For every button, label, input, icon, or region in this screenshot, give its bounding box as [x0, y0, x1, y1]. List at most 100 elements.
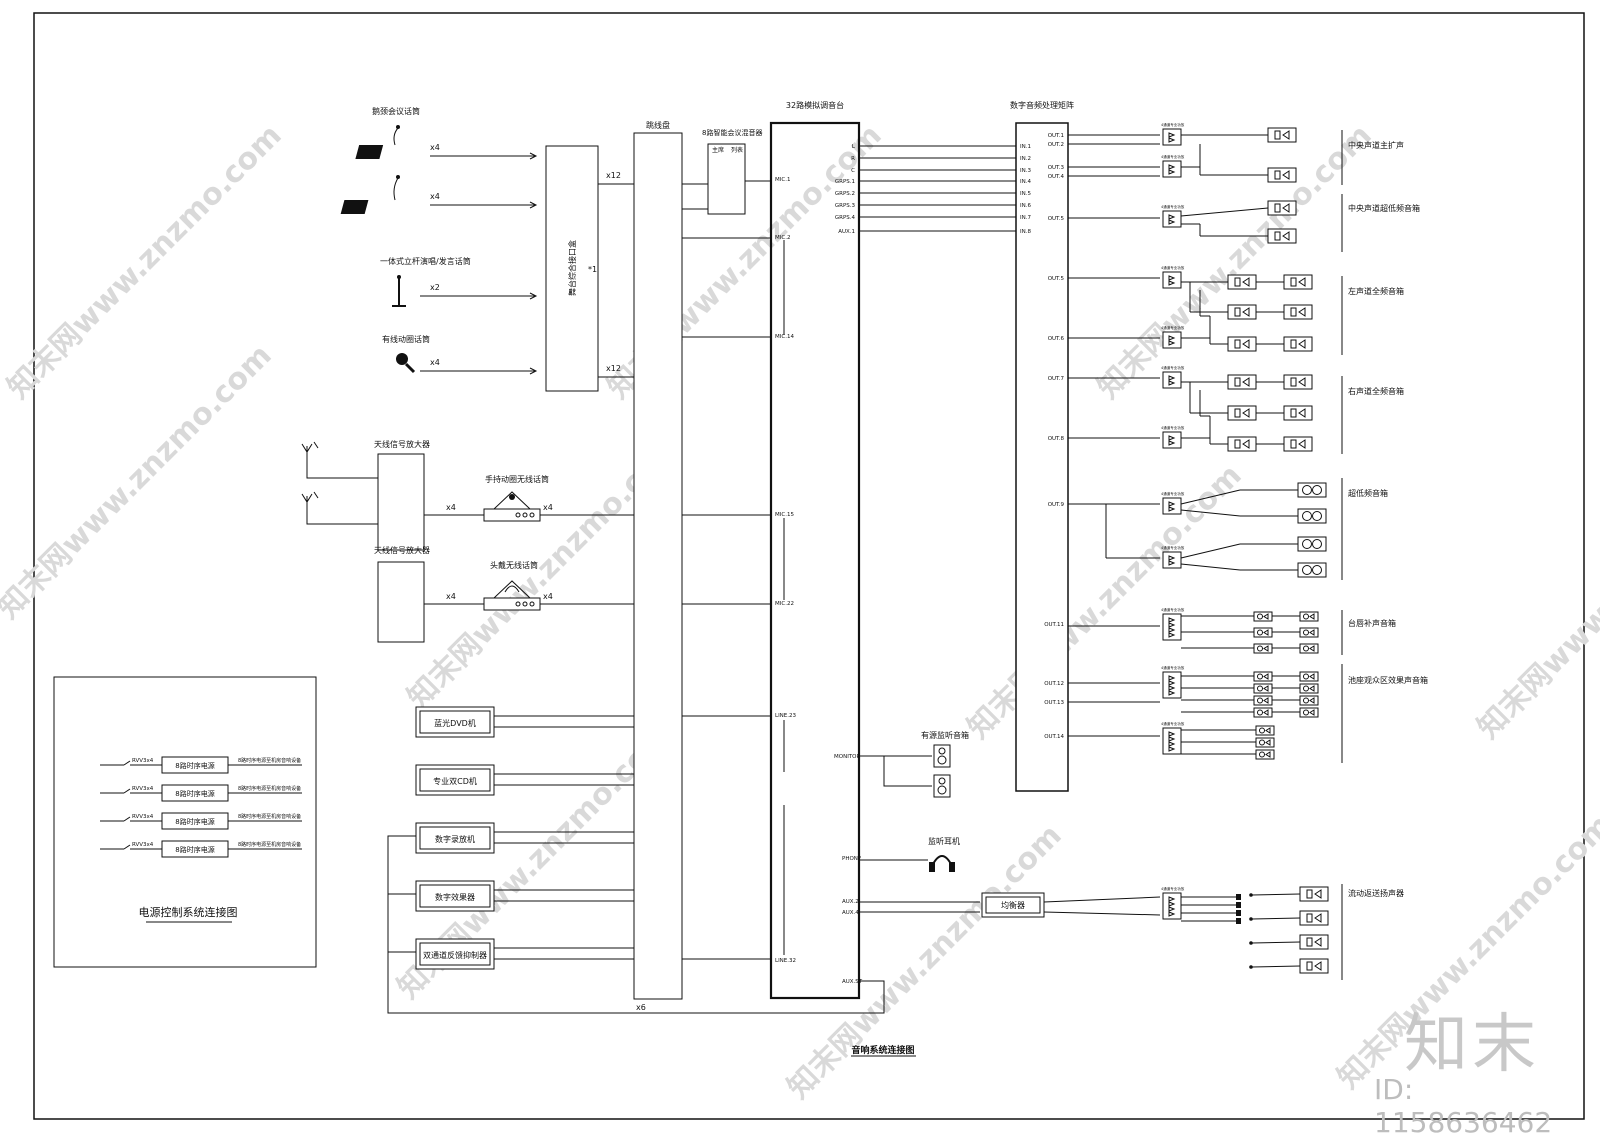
speaker-cone	[1312, 485, 1322, 495]
amplifier-label: 4通道专业功放	[1161, 154, 1185, 159]
source-label-3: 有线动圈话筒	[382, 334, 430, 344]
svg-text:OUT.5: OUT.5	[1048, 216, 1065, 222]
antenna-amplifier	[377, 561, 425, 643]
speaker-box-icon	[1283, 436, 1313, 452]
svg-text:蓝光DVD机: 蓝光DVD机	[434, 718, 476, 728]
speaker-horn	[1263, 709, 1269, 716]
speaker-horn	[1263, 613, 1269, 620]
speaker-horn	[1309, 697, 1315, 704]
speaker-horn	[1309, 685, 1315, 692]
svg-text:天线信号放大器: 天线信号放大器	[374, 545, 430, 555]
power-wire	[123, 788, 131, 794]
svg-text:跳线盘: 跳线盘	[646, 120, 670, 130]
amplifier-label: 4通道专业功放	[1161, 491, 1185, 496]
amplifier-label: 4通道专业功放	[1161, 545, 1185, 550]
svg-text:OUT.6: OUT.6	[1048, 336, 1065, 342]
speaker-cone	[1312, 539, 1322, 549]
amplifier-block	[1162, 497, 1182, 515]
amplifier-block	[1162, 210, 1182, 228]
playback-devices: 蓝光DVD机 专业双CD机 数字录放机 数字效果器 双通道反馈抑制器 x6	[387, 706, 885, 1014]
wire	[1180, 563, 1241, 571]
speaker-horn	[1263, 697, 1269, 704]
speaker-cone	[1302, 511, 1312, 521]
speaker-horn	[1282, 170, 1290, 180]
amp-channel-icon	[1168, 340, 1176, 346]
svg-text:中央声道超低频音箱: 中央声道超低频音箱	[1348, 203, 1420, 213]
speaker-horn	[1298, 439, 1306, 449]
speaker-cone	[1303, 645, 1309, 652]
matrix-outputs: OUT.1 OUT.2 OUT.3 OUT.4 OUT.5 OUT.5 OUT.…	[1044, 133, 1064, 740]
svg-text:列表: 列表	[731, 146, 743, 154]
speaker-cone	[1303, 629, 1309, 636]
amplifier-block	[1162, 271, 1182, 289]
speaker-box-icon	[1227, 274, 1257, 290]
speaker-cone	[1303, 613, 1309, 620]
amp-channel-icon	[1168, 741, 1176, 747]
svg-text:AUX.2: AUX.2	[842, 899, 859, 905]
speaker-horn	[1265, 727, 1271, 734]
amplifier-label: 4通道专业功放	[1161, 325, 1185, 330]
amp-channel-icon	[1168, 675, 1176, 681]
watermark-logo: 知末	[1404, 1008, 1540, 1082]
speaker-cone	[1259, 739, 1265, 746]
speaker-horn	[1242, 307, 1250, 317]
speaker-cone	[1312, 565, 1322, 575]
speaker-box-icon	[1299, 886, 1329, 902]
amp-channel-icon	[1168, 506, 1176, 512]
svg-text:GRPS.3: GRPS.3	[835, 203, 856, 209]
amp-channel-icon	[1168, 280, 1176, 286]
speaker-box-icon	[1283, 374, 1313, 390]
amp-channel-icon	[1168, 380, 1176, 386]
speaker-driver	[1306, 889, 1313, 899]
speaker-box-icon	[1299, 958, 1329, 974]
power-wire	[123, 844, 131, 850]
svg-text:台唇补声音箱: 台唇补声音箱	[1348, 618, 1396, 628]
amplifier-label: 4通道专业功放	[1161, 886, 1185, 891]
speaker-horn	[1263, 629, 1269, 636]
speaker-cone	[1257, 613, 1263, 620]
wire	[1180, 489, 1241, 505]
speaker-horn	[1242, 339, 1250, 349]
amplifier-label: 4通道专业功放	[1161, 265, 1185, 270]
watermark-id: ID: 1158636462	[1374, 1073, 1553, 1139]
svg-text:天线信号放大器: 天线信号放大器	[374, 439, 430, 449]
patch-to-mixer	[682, 237, 785, 960]
speaker-horn	[1309, 673, 1315, 680]
monitor-section: 有源监听音箱 监听耳机 均衡器	[859, 730, 1161, 918]
speaker-cone	[1303, 697, 1309, 704]
speaker-horn	[1242, 277, 1250, 287]
speaker-cone	[1303, 709, 1309, 716]
svg-text:IN.6: IN.6	[1020, 203, 1031, 209]
svg-text:LINE.23: LINE.23	[775, 713, 797, 719]
svg-text:OUT.8: OUT.8	[1048, 436, 1065, 442]
speaker-cone	[1257, 709, 1263, 716]
sequencer-label: 8路时序电源	[175, 761, 214, 770]
speaker-horn	[1282, 231, 1290, 241]
speaker-horn	[1314, 913, 1322, 923]
speaker-box-icon	[1267, 167, 1297, 183]
amp-channel-icon	[1168, 335, 1176, 341]
svg-text:R: R	[851, 156, 855, 162]
power-wire	[123, 760, 131, 766]
amplifier-label: 4通道专业功放	[1161, 122, 1185, 127]
amplifier-block	[1162, 671, 1182, 699]
svg-text:MONITOR: MONITOR	[834, 754, 860, 760]
sequencer-label: 8路时序电源	[175, 845, 214, 854]
amplifier-label: 4通道专业功放	[1161, 365, 1185, 370]
amp-channel-icon	[1168, 911, 1176, 917]
amp-channel-icon	[1168, 137, 1176, 143]
wireless-receiver	[483, 597, 541, 611]
speaker-horn	[1314, 937, 1322, 947]
svg-text:8路智能会议混音器: 8路智能会议混音器	[702, 128, 762, 137]
speaker-driver	[1290, 339, 1297, 349]
power-rows: RVV3x48路时序电源8路时序电源至机房音响设备RVV3x48路时序电源8路时…	[100, 756, 302, 858]
speaker-box-icon	[1283, 304, 1313, 320]
wire	[1180, 509, 1241, 517]
svg-text:OUT.3: OUT.3	[1048, 165, 1065, 171]
svg-text:数字效果器: 数字效果器	[435, 892, 475, 902]
svg-text:OUT.14: OUT.14	[1044, 734, 1064, 740]
svg-text:L: L	[852, 144, 856, 150]
wire	[1251, 917, 1301, 920]
amplifier-label: 4通道专业功放	[1161, 665, 1185, 670]
